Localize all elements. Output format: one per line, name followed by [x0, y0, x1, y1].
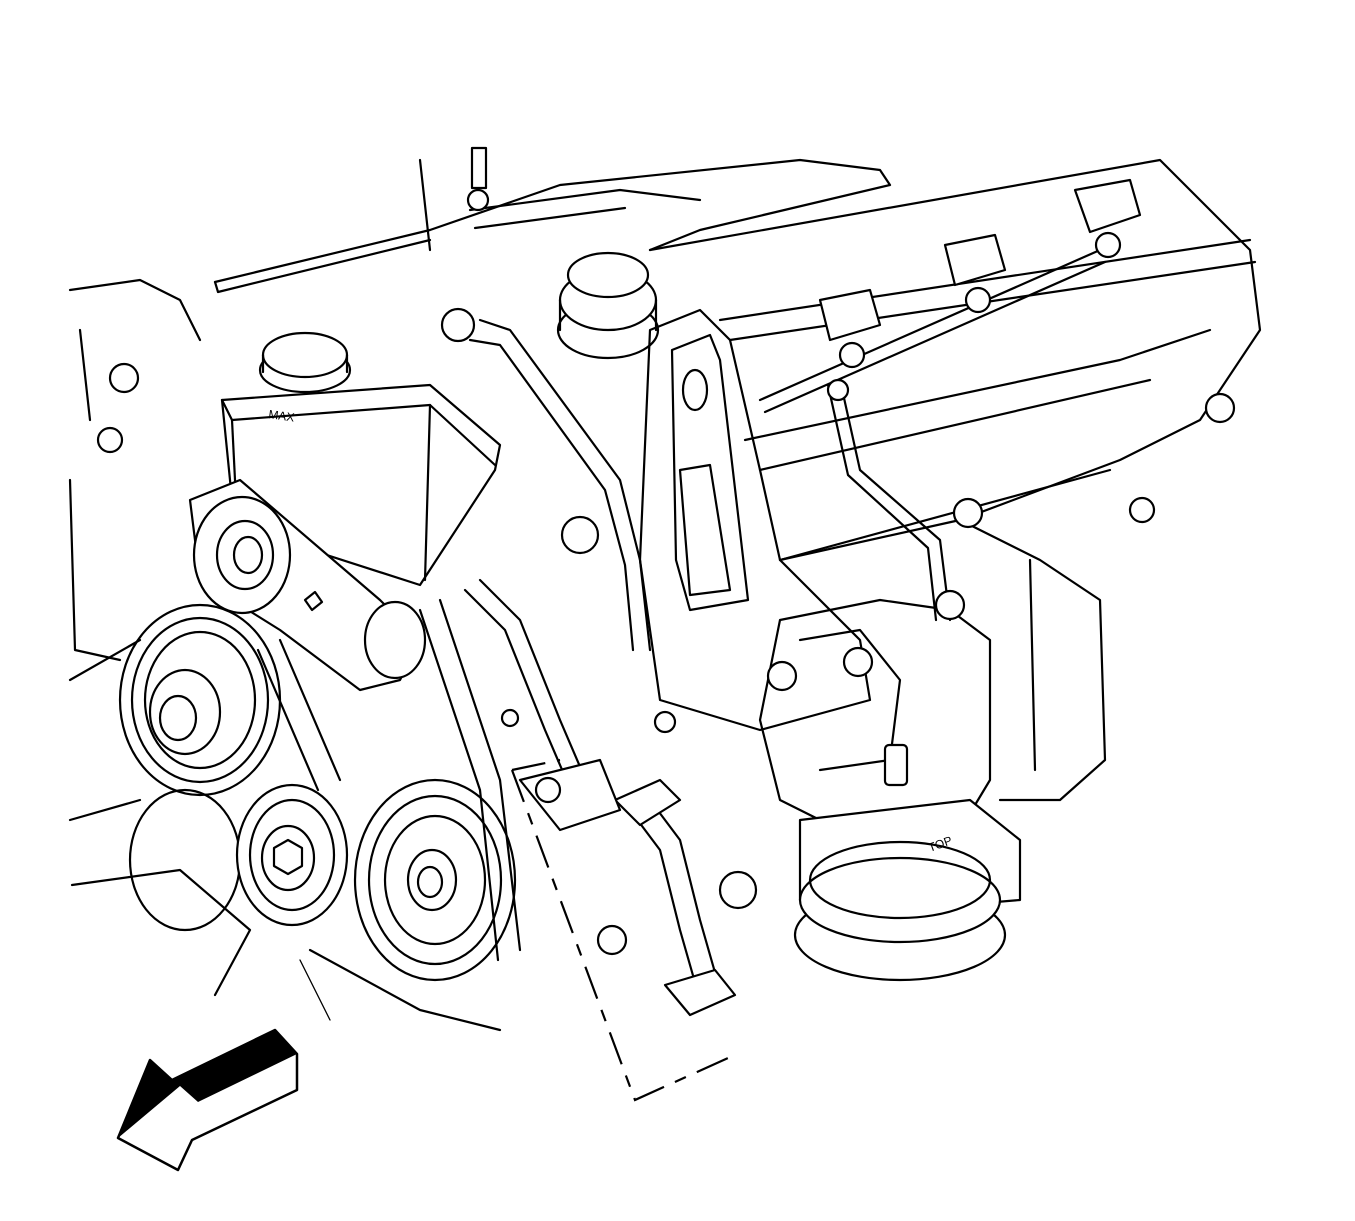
power-steering-pulley — [353, 778, 517, 982]
pump-housing: TOP — [758, 598, 1022, 982]
callout-leader — [510, 758, 729, 1102]
idler-pulley — [235, 783, 349, 927]
engine-block — [68, 158, 1262, 802]
fasteners — [96, 362, 1156, 956]
coolant-reservoir — [556, 251, 660, 360]
frame-partial — [70, 868, 502, 1032]
fuel-rail — [758, 178, 1236, 529]
upper-hose — [466, 146, 702, 230]
return-hose — [463, 578, 737, 1017]
arrow-down-left-icon — [116, 1028, 299, 1172]
drive-belt — [256, 598, 522, 962]
crankshaft-pulley — [68, 603, 282, 932]
pressure-line — [440, 307, 966, 652]
reservoir-max-mark: MAX — [268, 407, 296, 424]
mounting-bracket — [638, 308, 872, 732]
belt-tensioner — [188, 478, 427, 692]
